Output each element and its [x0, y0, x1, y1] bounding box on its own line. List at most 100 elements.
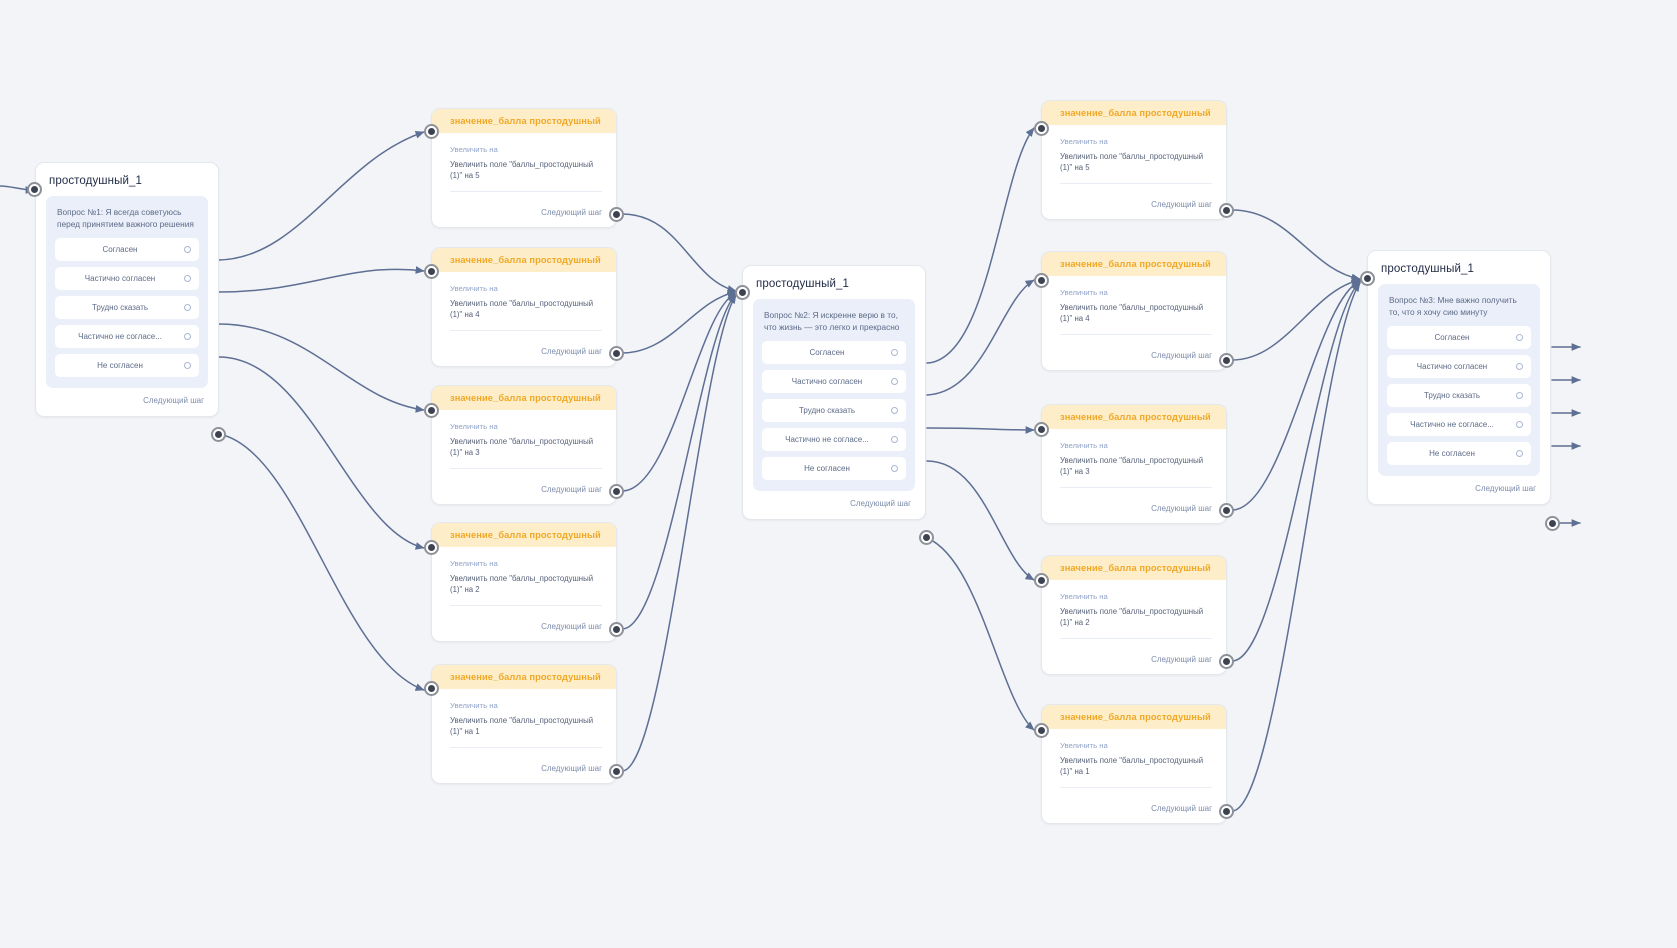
- next-step-label[interactable]: Следующий шаг: [541, 764, 602, 774]
- port-b4-out[interactable]: [1219, 654, 1234, 669]
- edge: [926, 127, 1035, 364]
- edge: [621, 292, 737, 492]
- answer-option-label: Трудно сказать: [91, 303, 149, 313]
- port-q1-out[interactable]: [211, 427, 226, 442]
- port-a1-out[interactable]: [609, 207, 624, 222]
- radio-icon[interactable]: [891, 349, 898, 357]
- port-a1-in[interactable]: [424, 124, 439, 139]
- radio-icon[interactable]: [1516, 363, 1523, 371]
- next-step-label[interactable]: Следующий шаг: [1151, 200, 1212, 210]
- next-step-label[interactable]: Следующий шаг: [541, 347, 602, 357]
- radio-icon[interactable]: [1516, 421, 1523, 429]
- answer-option[interactable]: Частично согласен: [762, 370, 906, 394]
- radio-icon[interactable]: [1516, 334, 1523, 342]
- radio-icon[interactable]: [891, 465, 898, 473]
- radio-icon[interactable]: [184, 275, 191, 283]
- port-b1-in[interactable]: [1034, 121, 1049, 136]
- question-body: Вопрос №2: Я искренне верю в то, что жиз…: [753, 299, 915, 492]
- answer-option[interactable]: Частично не согласе...: [1387, 413, 1531, 437]
- answer-option[interactable]: Не согласен: [1387, 442, 1531, 466]
- edge: [218, 323, 425, 413]
- answer-option[interactable]: Частично не согласе...: [762, 428, 906, 452]
- action-description: Увеличить поле "баллы_простодушный (1)" …: [1060, 151, 1212, 185]
- next-step-label[interactable]: Следующий шаг: [1151, 655, 1212, 665]
- action-node-header: значение_балла простодушный: [432, 248, 616, 272]
- port-q2-out[interactable]: [919, 530, 934, 545]
- answer-option-label: Частично не согласе...: [1410, 420, 1494, 430]
- next-step-label[interactable]: Следующий шаг: [1151, 351, 1212, 361]
- port-b1-out[interactable]: [1219, 203, 1234, 218]
- port-b2-out[interactable]: [1219, 353, 1234, 368]
- answer-option[interactable]: Не согласен: [762, 457, 906, 481]
- answer-option[interactable]: Частично согласен: [1387, 355, 1531, 379]
- radio-icon[interactable]: [891, 436, 898, 444]
- port-b5-in[interactable]: [1034, 723, 1049, 738]
- port-q3-in[interactable]: [1360, 271, 1375, 286]
- radio-icon[interactable]: [1516, 450, 1523, 458]
- action-kind-label: Увеличить на: [1060, 741, 1108, 750]
- radio-icon[interactable]: [184, 333, 191, 341]
- port-a4-in[interactable]: [424, 540, 439, 555]
- answer-option[interactable]: Трудно сказать: [1387, 384, 1531, 408]
- next-step-label[interactable]: Следующий шаг: [541, 622, 602, 632]
- port-b2-in[interactable]: [1034, 273, 1049, 288]
- radio-icon[interactable]: [184, 246, 191, 254]
- answer-option[interactable]: Согласен: [55, 238, 199, 262]
- answer-option[interactable]: Согласен: [762, 341, 906, 365]
- port-b5-out[interactable]: [1219, 804, 1234, 819]
- answer-option-label: Не согласен: [1429, 449, 1475, 459]
- answer-option[interactable]: Трудно сказать: [55, 296, 199, 320]
- port-a5-in[interactable]: [424, 681, 439, 696]
- port-a3-out[interactable]: [609, 484, 624, 499]
- port-a2-out[interactable]: [609, 346, 624, 361]
- port-a4-out[interactable]: [609, 622, 624, 637]
- radio-icon[interactable]: [184, 304, 191, 312]
- next-step-label[interactable]: Следующий шаг: [1151, 804, 1212, 814]
- answer-option[interactable]: Не согласен: [55, 354, 199, 378]
- port-b3-in[interactable]: [1034, 422, 1049, 437]
- next-step-label[interactable]: Следующий шаг: [541, 485, 602, 495]
- next-step-label[interactable]: Следующий шаг: [143, 396, 204, 406]
- answer-option[interactable]: Частично согласен: [55, 267, 199, 291]
- radio-icon[interactable]: [184, 362, 191, 370]
- answer-option[interactable]: Трудно сказать: [762, 399, 906, 423]
- port-q3-out[interactable]: [1545, 516, 1560, 531]
- port-a5-out[interactable]: [609, 764, 624, 779]
- next-step-label[interactable]: Следующий шаг: [850, 499, 911, 509]
- radio-icon[interactable]: [891, 407, 898, 415]
- port-q2-in[interactable]: [735, 285, 750, 300]
- answer-option[interactable]: Согласен: [1387, 326, 1531, 350]
- port-q1-in[interactable]: [27, 182, 42, 197]
- answer-option-label: Частично согласен: [791, 377, 863, 387]
- next-step-label[interactable]: Следующий шаг: [541, 208, 602, 218]
- question-body: Вопрос №1: Я всегда советуюсь перед прин…: [46, 196, 208, 389]
- radio-icon[interactable]: [891, 378, 898, 386]
- radio-icon[interactable]: [1516, 392, 1523, 400]
- port-a2-in[interactable]: [424, 264, 439, 279]
- port-b3-out[interactable]: [1219, 503, 1234, 518]
- port-b4-in[interactable]: [1034, 573, 1049, 588]
- edge: [621, 289, 737, 354]
- answer-option[interactable]: Частично не согласе...: [55, 325, 199, 349]
- action-description: Увеличить поле "баллы_простодушный (1)" …: [450, 436, 602, 470]
- next-step-label[interactable]: Следующий шаг: [1475, 484, 1536, 494]
- question-body: Вопрос №3: Мне важно получить то, что я …: [1378, 284, 1540, 477]
- next-step-label[interactable]: Следующий шаг: [1151, 504, 1212, 514]
- port-a3-in[interactable]: [424, 403, 439, 418]
